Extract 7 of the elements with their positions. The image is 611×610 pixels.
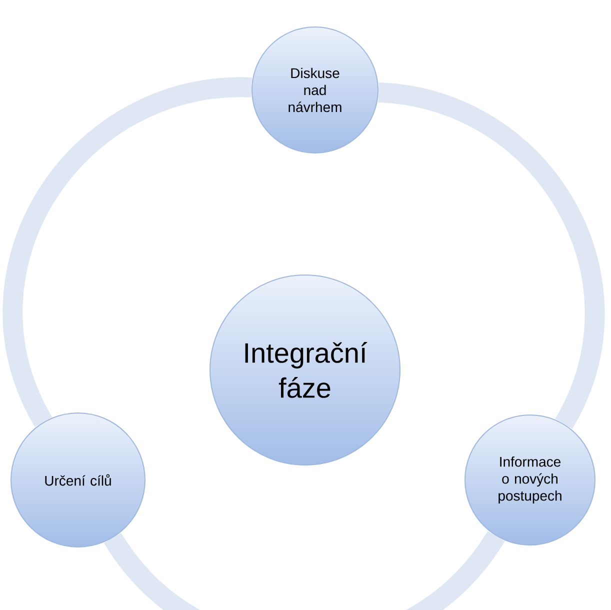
- ring-segment: [377, 82, 605, 428]
- ring-segment: [2, 77, 252, 426]
- circle-node: Diskuse nad návrhem: [252, 26, 378, 154]
- ring-segment: [104, 530, 504, 610]
- circle-node: Informace o nových postupech: [464, 414, 596, 546]
- circle-node: Určení cílů: [10, 412, 146, 548]
- circle-node: Integrační fáze: [210, 274, 400, 466]
